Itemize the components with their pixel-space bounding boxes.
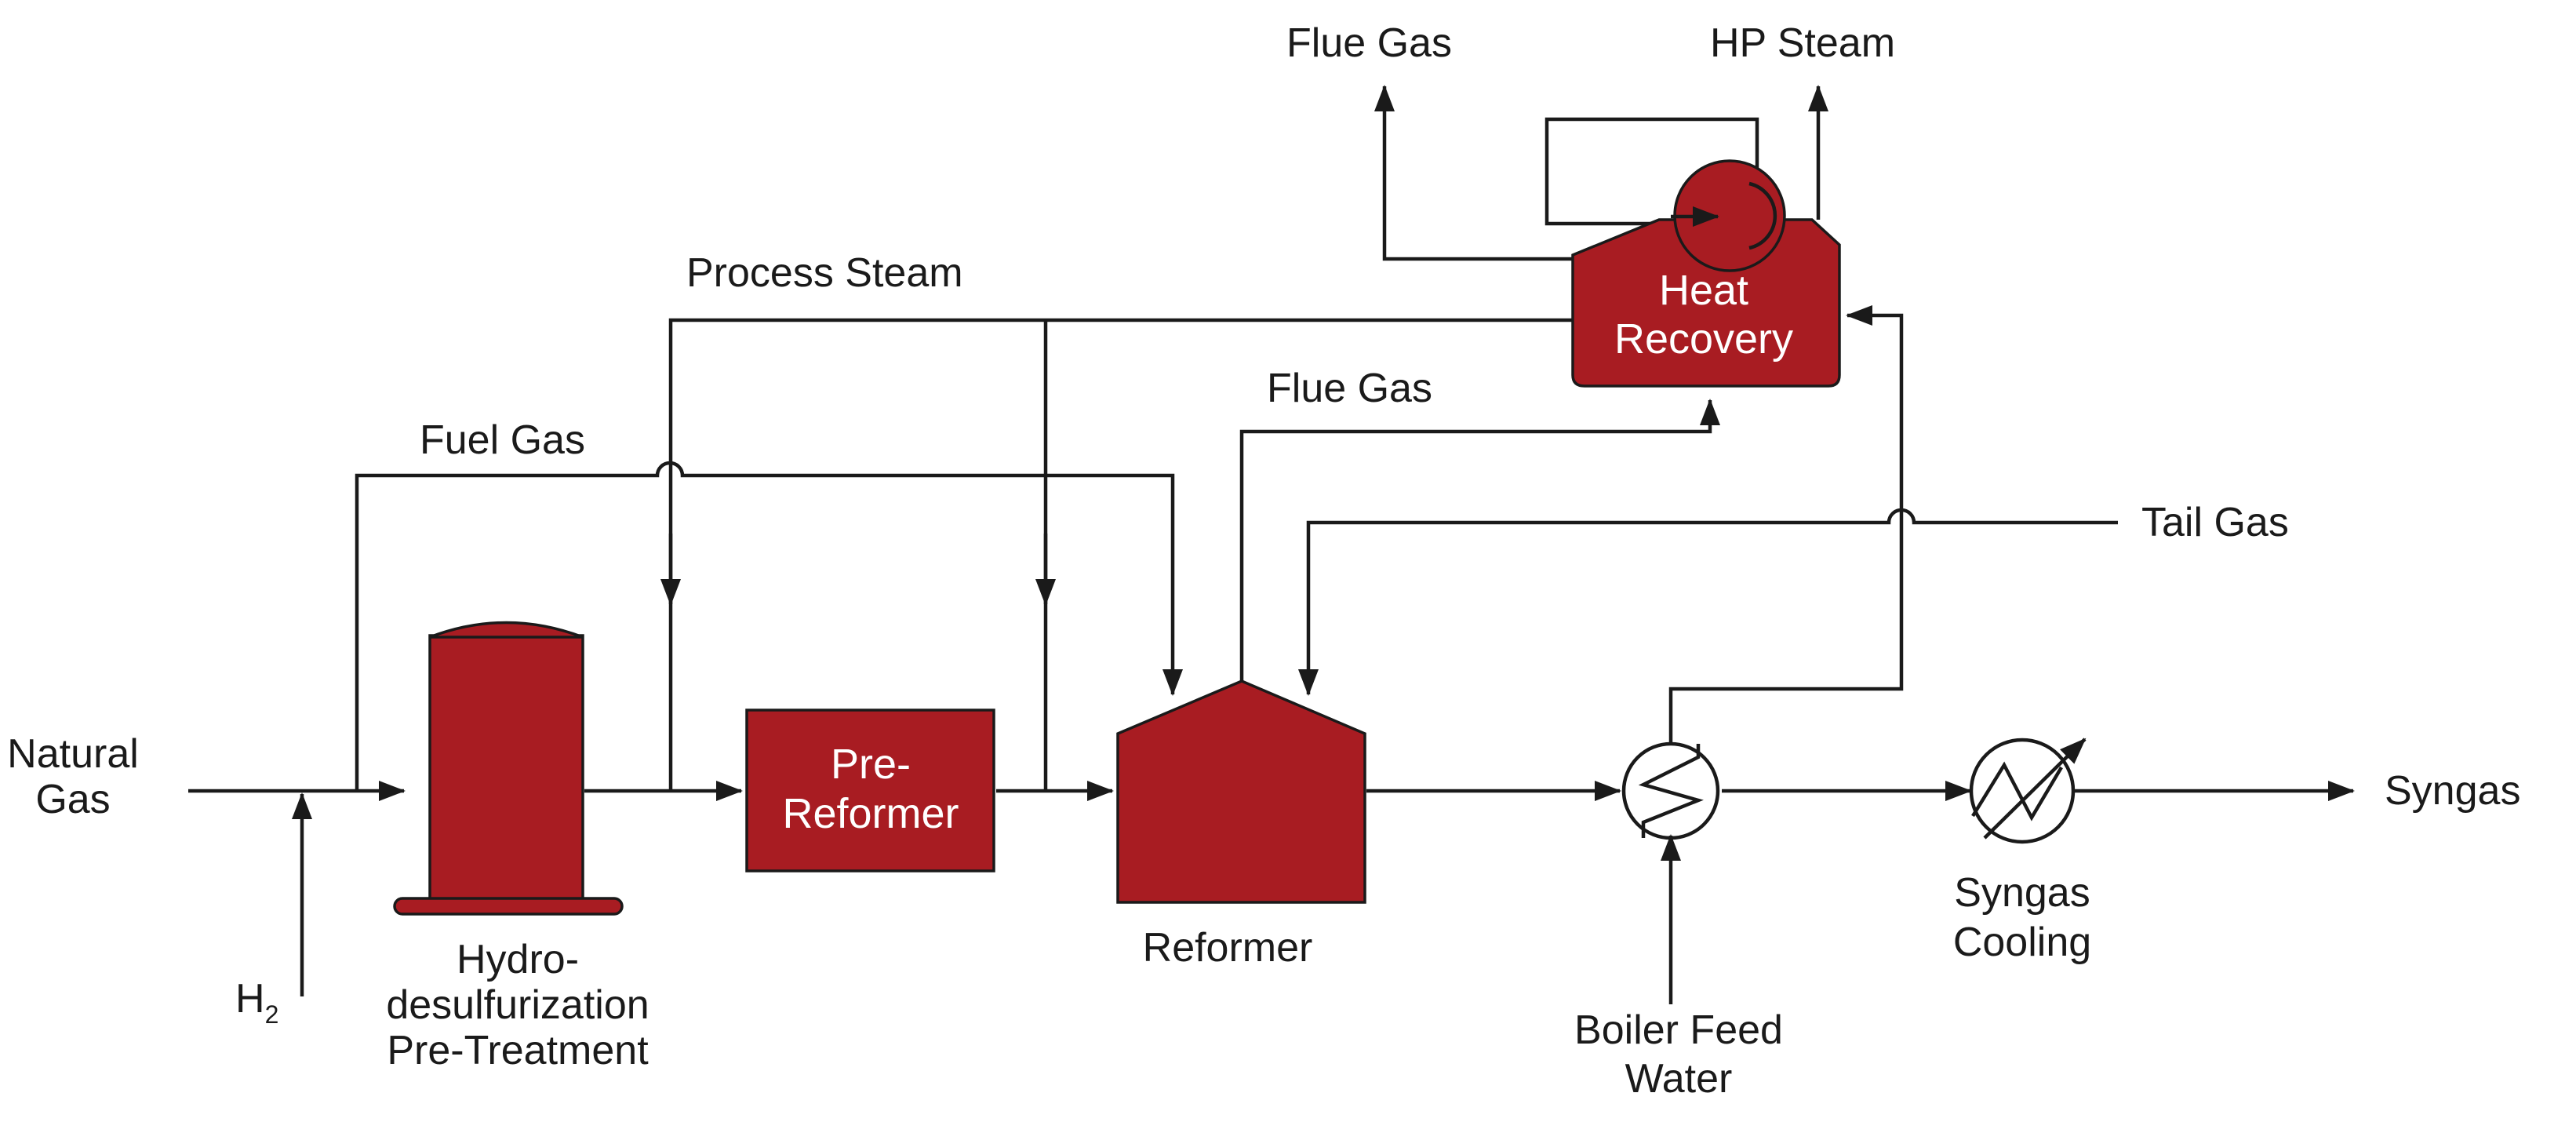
reformer-flue-gas-label: Flue Gas (1267, 366, 1432, 411)
pre-reformer-box (745, 709, 995, 872)
flue-gas-label: Flue Gas (1286, 20, 1452, 66)
reformer-label: Reformer (1143, 925, 1313, 971)
hp-steam-label: HP Steam (1710, 20, 1895, 66)
heat-recovery-label-1: Heat (1659, 267, 1748, 314)
heat-recovery-label-2: Recovery (1614, 315, 1793, 362)
fuel-gas-label: Fuel Gas (420, 417, 585, 463)
reformer-unit (1116, 679, 1366, 904)
boiler-feed-label-2: Water (1625, 1056, 1733, 1102)
process-steam-line (668, 318, 1573, 791)
steam-drum-loop (1545, 117, 1759, 226)
syngas-cooling-label-1: Syngas (1954, 870, 2090, 916)
hds-label-2: desulfurization (386, 982, 649, 1028)
syngas-cooler-icon (1969, 738, 2087, 844)
h2-label: H2 (235, 976, 278, 1029)
hds-label-3: Pre-Treatment (387, 1028, 649, 1073)
tail-gas-label: Tail Gas (2141, 500, 2289, 545)
bfw-exchanger-icon (1621, 741, 1720, 840)
natural-gas-label-2: Gas (35, 777, 110, 822)
boiler-feed-label-1: Boiler Feed (1574, 1007, 1783, 1053)
heat-recovery-unit (1571, 159, 1841, 388)
hydrodesulfurization-vessel (393, 621, 624, 916)
bfw-riser-line (1668, 305, 1904, 744)
reformer-flue-gas-line (1239, 399, 1720, 683)
flue-gas-exhaust-line (1374, 85, 1577, 261)
syngas-label: Syngas (2385, 768, 2520, 814)
tail-gas-line (1298, 508, 2118, 696)
pre-reformer-label-2: Reformer (782, 790, 959, 837)
hds-label-1: Hydro- (457, 937, 579, 982)
pre-reformer-label-1: Pre- (831, 741, 911, 788)
natural-gas-label-1: Natural (7, 731, 139, 777)
syngas-cooling-label-2: Cooling (1953, 920, 2091, 965)
process-steam-label: Process Steam (686, 250, 963, 296)
